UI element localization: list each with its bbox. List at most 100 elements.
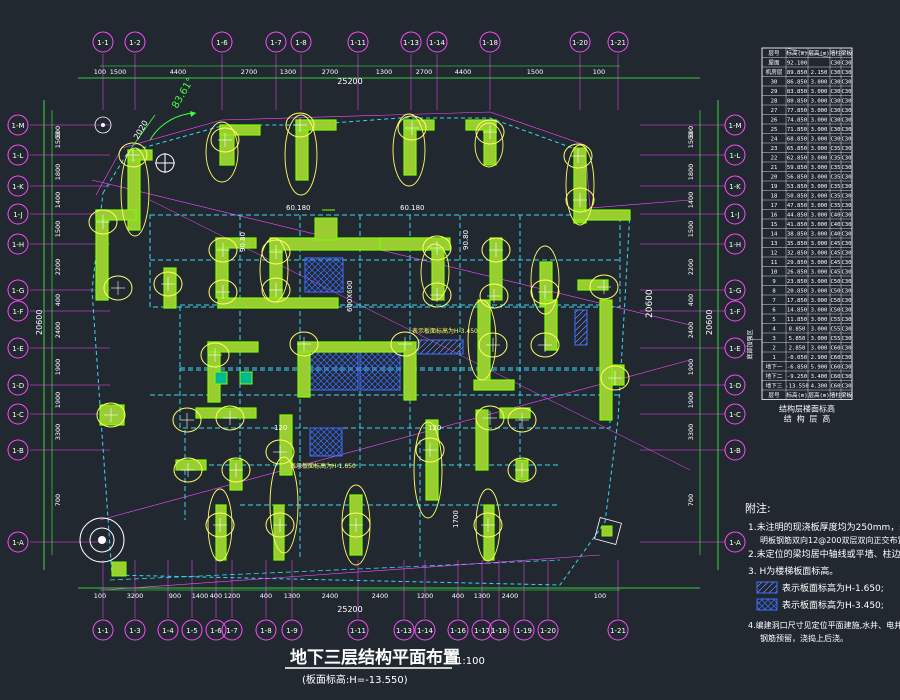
column-marker (153, 271, 183, 297)
wall-segment (473, 379, 515, 391)
table-cell: 10 (771, 270, 778, 276)
beam-lines (149, 214, 621, 560)
table-cell: 80.850 (787, 99, 807, 105)
column-marker (473, 512, 503, 538)
svg-text:1-A: 1-A (729, 539, 741, 547)
table-cell: C35 (830, 175, 840, 181)
table-cell: 20.850 (787, 289, 807, 295)
table-cell: 3.000 (811, 317, 828, 323)
table-cell: 3.000 (811, 184, 828, 190)
table-cell: 68.850 (787, 137, 807, 143)
table-cell: C30 (830, 127, 840, 133)
svg-text:1-M: 1-M (728, 122, 741, 130)
wall-segment (544, 299, 558, 351)
table-cell: 层号 (768, 50, 780, 57)
table-cell: C50 (830, 279, 840, 285)
table-cell: 3.000 (811, 156, 828, 162)
table-cell: 59.850 (787, 165, 807, 171)
table-cell: C40 (830, 232, 840, 238)
table-cell: 3.000 (811, 308, 828, 314)
dim-top: 1500 (110, 68, 127, 76)
table-cell: 15 (771, 222, 778, 228)
table-cell: 5 (772, 317, 775, 323)
table-cell: C30 (841, 165, 851, 171)
table-cell: C30 (841, 384, 851, 390)
table-cell: 62.850 (787, 156, 807, 162)
table-cell: C55 (830, 327, 840, 333)
table-cell: C35 (830, 194, 840, 200)
column-marker (221, 457, 251, 483)
table-cell: 86.850 (787, 80, 807, 86)
table-cell: 14 (771, 232, 778, 238)
table-cell: 77.850 (787, 108, 807, 114)
table-cell: 标高(m) (786, 49, 807, 57)
column-marker (530, 332, 560, 358)
wall-outline (341, 484, 371, 566)
table-cell: 梁板 (841, 391, 853, 399)
table-cell: 23 (771, 146, 778, 152)
table-cell: 2.150 (811, 70, 828, 76)
table-cell: C30 (841, 289, 851, 295)
column-circle (79, 517, 125, 563)
drawing-frame (43, 77, 719, 589)
table-cell: C30 (841, 213, 851, 219)
wall-outline (392, 113, 426, 187)
table-cell: C30 (841, 156, 851, 162)
table-cell: 8.850 (789, 327, 806, 333)
table-cell: C30 (841, 317, 851, 323)
table-cell: C30 (841, 127, 851, 133)
column-marker (422, 235, 452, 261)
table-cell: 47.850 (787, 203, 807, 209)
table-cell: 3 (772, 336, 775, 342)
svg-text:1-2: 1-2 (129, 39, 140, 47)
dim-right: 3300 (687, 424, 695, 441)
axis-bubble-right: 1-K (724, 175, 746, 197)
svg-text:1-14: 1-14 (417, 627, 433, 635)
dim-right: 1500 (687, 221, 695, 238)
table-cell: C45 (830, 260, 840, 266)
dim-right: 1400 (687, 192, 695, 209)
column-marker (390, 331, 420, 357)
table-cell: 3.000 (811, 298, 828, 304)
note-4a: 4.编建洞口尺寸见定位平面建施,水井、电井处 (748, 620, 900, 630)
table-cell: 20 (771, 175, 778, 181)
axis-bubble-bottom: 1-4 (157, 619, 179, 641)
table-cell: 3.000 (811, 194, 828, 200)
table-cell: 3.000 (811, 241, 828, 247)
table-cell: 3.000 (811, 213, 828, 219)
svg-text:1-5: 1-5 (186, 627, 197, 635)
table-cell: 梁板 (841, 49, 853, 57)
table-cell: C30 (830, 99, 840, 105)
wall-segment (483, 504, 495, 561)
table-cell: C30 (830, 137, 840, 143)
legend-1: 表示板面标高为H-1.650; (782, 582, 884, 594)
table-cell: 3.000 (811, 175, 828, 181)
wall-segment (403, 341, 417, 401)
axis-bubble-top: 1-14 (426, 31, 448, 53)
column-marker (285, 112, 315, 138)
table-cell: 墙柱 (830, 391, 842, 399)
axis-bubble-bottom: 1-17 (471, 619, 493, 641)
table-cell: 11.850 (787, 317, 807, 323)
table-side-label: 底部加强区 (746, 329, 754, 359)
table-cell: 38.850 (787, 232, 807, 238)
dim-left: 500 (54, 126, 62, 138)
table-cell: C30 (841, 327, 851, 333)
table-cell: 5.850 (789, 336, 806, 342)
dim-left: 3300 (54, 424, 62, 441)
table-cell: 3.000 (811, 289, 828, 295)
table-cell: C30 (841, 194, 851, 200)
table-cell: C60 (830, 374, 840, 380)
table-cell: 层号 (768, 392, 780, 399)
dim-left: 1900 (54, 392, 62, 409)
table-cell: 3.000 (811, 251, 828, 257)
dim-top: 100 (593, 68, 605, 76)
table-cell: -13.550 (785, 384, 809, 390)
wall-outline (120, 147, 150, 237)
notes-heading: 附注: (745, 501, 771, 515)
annot-4: 90.80 (462, 230, 470, 250)
annot-5: 600X600 (346, 280, 354, 312)
wall-segment (217, 297, 339, 309)
wall-segment (273, 504, 285, 561)
dim-bottom: 400 (210, 592, 222, 600)
